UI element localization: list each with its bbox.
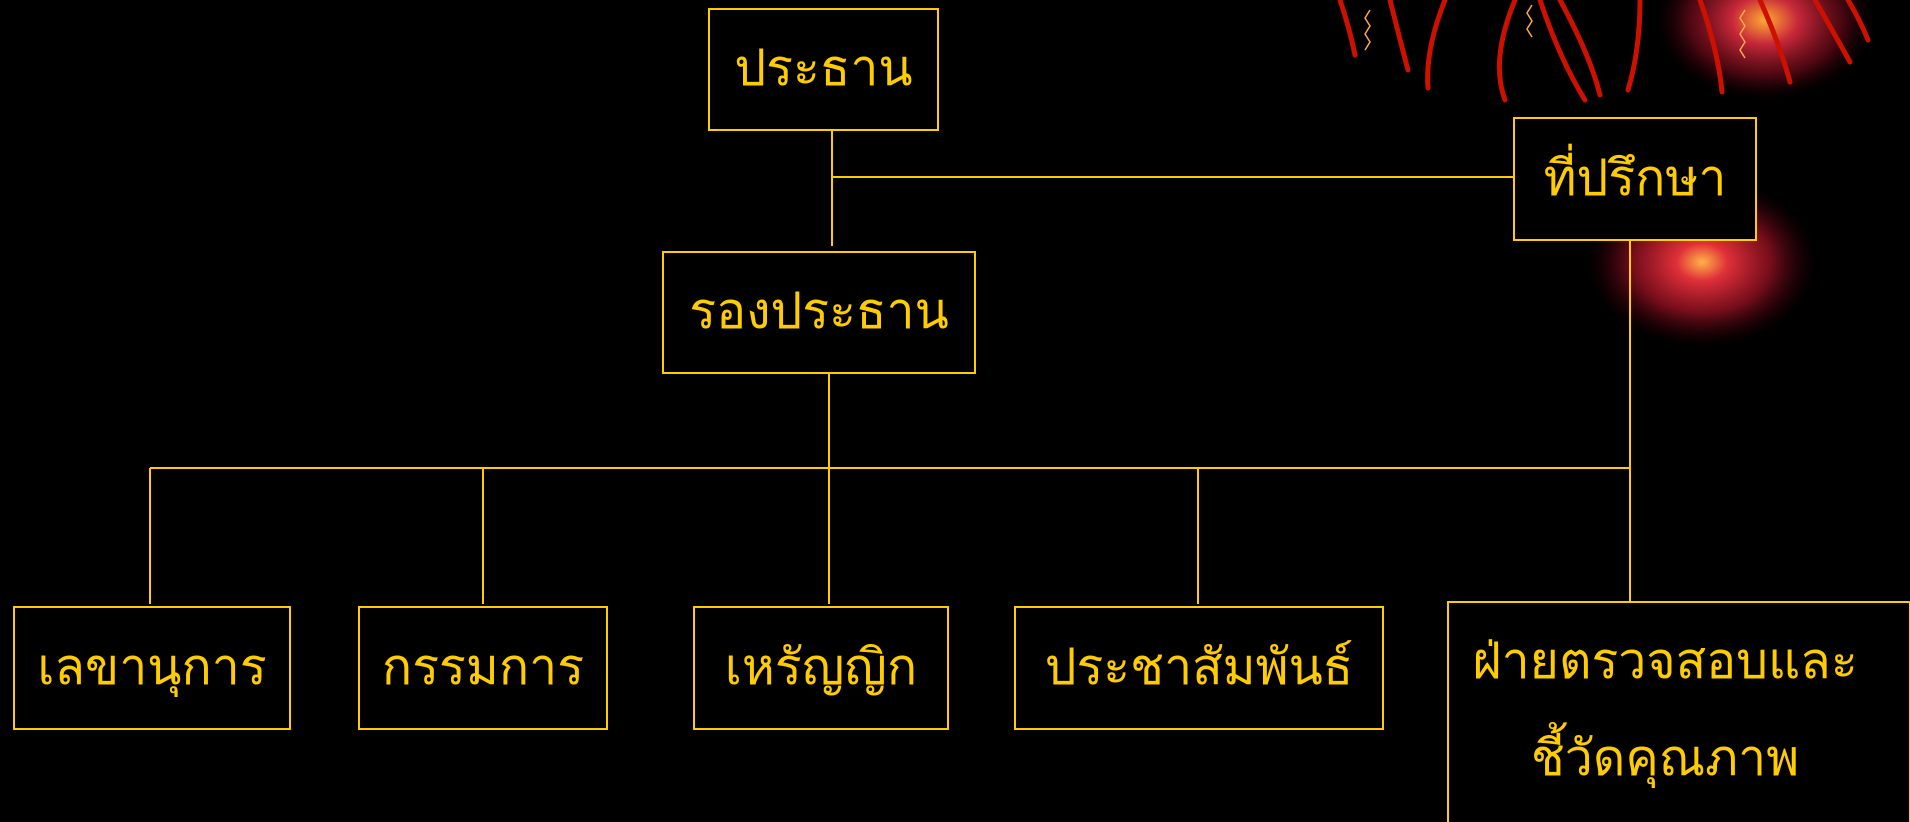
node-box <box>358 606 608 730</box>
node-label: ประชาสัมพันธ์ <box>1045 638 1354 696</box>
node-advisor: ที่ปรึกษา <box>1513 117 1757 241</box>
node-inspection: ฝ่ายตรวจสอบและ ชี้วัดคุณภาพ <box>1447 601 1910 822</box>
node-label: ประธาน <box>734 39 912 97</box>
node-chairman: ประธาน <box>708 8 939 131</box>
node-box <box>662 251 976 374</box>
node-label: เหรัญญิก <box>725 638 917 696</box>
firework-streak <box>1496 0 1518 103</box>
firework-streak <box>1425 0 1448 91</box>
node-label: กรรมการ <box>382 638 584 696</box>
firework-burst-decoration <box>1337 0 1875 103</box>
node-box <box>693 606 949 730</box>
node-box <box>1513 117 1757 241</box>
firework-wiggle <box>1364 9 1371 51</box>
node-public-relations: ประชาสัมพันธ์ <box>1014 606 1384 730</box>
firework-streak <box>1757 0 1793 85</box>
firework-streak <box>1537 0 1588 103</box>
node-box <box>1447 601 1910 822</box>
firework-streak <box>1557 0 1603 98</box>
firework-streak <box>1337 0 1358 58</box>
node-treasurer: เหรัญญิก <box>693 606 949 730</box>
node-box <box>13 606 291 730</box>
node-label: รองประธาน <box>689 282 949 340</box>
node-label: เลขานุการ <box>37 638 266 697</box>
node-label-line2: ชี้วัดคุณภาพ <box>1531 722 1799 788</box>
firework-wiggle <box>1526 4 1533 38</box>
firework-streak <box>1697 0 1725 95</box>
node-label: ที่ปรึกษา <box>1544 144 1727 207</box>
firework-streak <box>1812 0 1853 65</box>
node-box <box>1014 606 1384 730</box>
connector-lines <box>149 131 1631 604</box>
node-committee: กรรมการ <box>358 606 608 730</box>
node-box <box>708 8 939 131</box>
firework-streak <box>1387 0 1411 73</box>
node-label-line1: ฝ่ายตรวจสอบและ <box>1472 632 1857 690</box>
node-secretary: เลขานุการ <box>13 606 291 730</box>
firework-streak <box>1625 0 1643 93</box>
firework-wiggle <box>1739 9 1746 59</box>
node-vice-chairman: รองประธาน <box>662 251 976 374</box>
firework-streak <box>1845 0 1871 43</box>
